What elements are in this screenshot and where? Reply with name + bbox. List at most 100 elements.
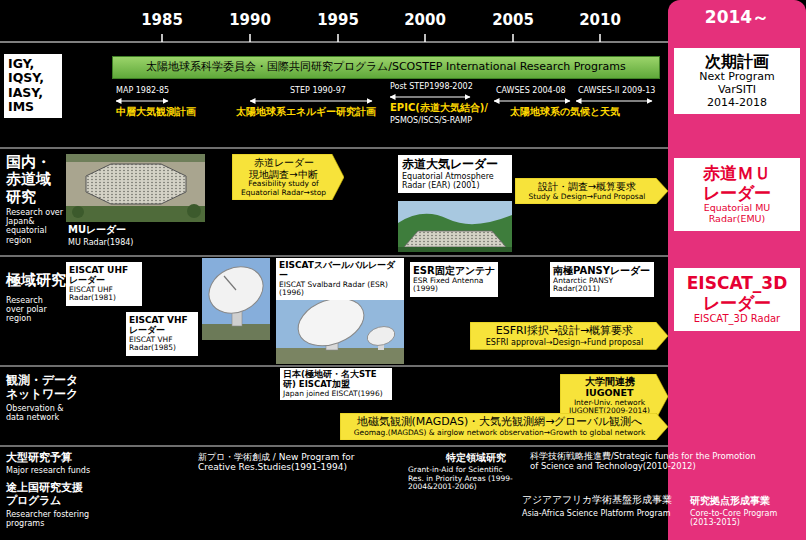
node-heading: IGY, IQSY, IASY, IMS	[8, 57, 58, 115]
node-text: ESFRI approval→Design→Fund proposal	[476, 338, 653, 347]
esr-caption-box: EISCATスバールバルレーダーEISCAT Svalbard Radar (E…	[276, 258, 404, 300]
node-heading: EISCAT VHF レーダー	[129, 315, 195, 336]
row-heading: 途上国研究支援 プログラム	[6, 482, 96, 507]
row-separator	[0, 366, 668, 367]
esr-fixed-box: ESR固定アンテナESR Fixed Antenna (1999)	[410, 262, 498, 297]
arrow-shape	[340, 413, 668, 440]
row-separator	[0, 148, 668, 149]
magdas-arrow: 地磁気観測(MAGDAS)・大気光観測網→グローバル観測へGeomag.(MAG…	[340, 413, 668, 440]
node-heading: 地磁気観測(MAGDAS)・大気光観測網→グローバル観測へ	[346, 416, 653, 429]
year-label: 1985	[137, 12, 187, 29]
mu-radar-photo	[86, 164, 186, 204]
program-band: 太陽地球系科学委員会・国際共同研究プログラム/SCOSTEP Internati…	[112, 56, 660, 79]
program-name: EPIC(赤道大気結合)/	[390, 102, 500, 114]
arrow-shape	[232, 154, 344, 200]
year-label: 2005	[488, 12, 538, 29]
node-text: ESR Fixed Antenna (1999)	[413, 277, 495, 294]
fund-label: Asia-Africa Science Platform Program	[522, 509, 686, 518]
node-heading: ESFRI採択→設計→概算要求	[476, 325, 653, 338]
eiscat-uhf-photo	[202, 324, 270, 340]
vhf-caption-box: EISCAT VHF レーダーEISCAT VHF Radar(1985)	[126, 312, 198, 356]
esr-photo	[365, 324, 397, 349]
node-heading: 設計・調査→概算要求	[521, 181, 653, 193]
ear-caption-box: 赤道大気レーダーEquatorial Atmosphere Radar (EAR…	[398, 155, 512, 193]
node-text: EISCAT VHF Radar(1985)	[129, 336, 195, 353]
node-text: Next Program	[678, 71, 796, 84]
row-separator	[0, 256, 668, 257]
next-program-box: 次期計画Next ProgramVarSITI2014-2018	[674, 48, 800, 114]
node-heading: EISCAT UHF レーダー	[69, 265, 139, 286]
node-heading: 太陽地球系科学委員会・国際共同研究プログラム/SCOSTEP Internati…	[119, 61, 653, 74]
node-heading: 赤道大気レーダー	[402, 158, 508, 172]
arrow-shape	[470, 322, 668, 350]
mu-radar-photo	[66, 206, 205, 222]
node-text: Study & Design→Fund Proposal	[521, 193, 653, 202]
eiscat-uhf-photo	[224, 276, 236, 290]
period-arrow	[576, 100, 652, 101]
year-axis	[161, 34, 163, 42]
row-heading: 大型研究予算	[6, 452, 92, 465]
node-heading: EISCATスバールバルレーダー	[279, 260, 401, 281]
program-period: CAWSES 2004-08	[496, 86, 574, 95]
mu-radar-photo	[66, 154, 205, 222]
node-text: EISCAT Svalbard Radar (ESR)(1996)	[279, 281, 401, 298]
year-axis	[424, 34, 426, 42]
node-text: Equatorial Atmosphere Radar (EAR) (2001)	[402, 172, 508, 190]
japan-joined-box: 日本(極地研・名大STE研) EISCAT加盟Japan joined EISC…	[280, 368, 392, 400]
eiscat-uhf-photo	[201, 258, 270, 340]
period-arrow	[494, 100, 570, 101]
year-axis	[337, 34, 339, 42]
iugonet-arrow: 大学間連携 IUGONETInter-Univ. network IUGONET…	[560, 374, 668, 419]
period-arrow	[250, 100, 372, 101]
row-subheading: Major research funds	[6, 466, 110, 475]
row-subheading: Research over polar region	[6, 296, 62, 324]
node-heading: 南極PANSYレーダー	[553, 265, 651, 277]
fund-label: Core-to-Core Program (2013-2015)	[690, 509, 800, 527]
node-text: Antarctic PANSY Radar(2011)	[553, 277, 651, 294]
row-heading: 観測・データ ネットワーク	[6, 374, 88, 402]
program-name: 中層大気観測計画	[116, 106, 212, 118]
ear-photo	[398, 201, 512, 252]
period-arrow	[116, 97, 652, 101]
year-label: 1990	[225, 12, 275, 29]
program-period: STEP 1990-97	[290, 86, 364, 95]
ear-photo	[398, 247, 512, 252]
eiscat3d-box: EISCAT_3D レーダーEISCAT_3D Radar	[674, 268, 800, 331]
ear-photo	[404, 231, 506, 247]
era-box: IGY, IQSY, IASY, IMS	[4, 54, 62, 118]
arrow-shape	[515, 178, 668, 204]
node-text: Geomag.(MAGDAS) & airglow network observ…	[346, 429, 653, 438]
node-text: EISCAT UHF Radar(1981)	[69, 286, 139, 303]
mu-radar-photo	[187, 204, 201, 218]
fund-label: 研究拠点形成事業	[690, 495, 800, 507]
arrow-shape	[560, 374, 668, 419]
fund-label: 特定領域研究	[446, 452, 528, 464]
period-arrow	[390, 96, 470, 97]
program-period: MAP 1982-85	[116, 86, 180, 95]
node-heading: 2014～	[668, 8, 806, 28]
program-name: 太陽地球系の気候と天気	[510, 106, 660, 118]
eiscat-uhf-photo	[202, 258, 270, 340]
year-label: 1995	[313, 12, 363, 29]
emu-box: 赤道ＭＵ レーダーEquatorial MU Radar(EMU)	[674, 158, 800, 231]
node-text: Feasibility study of Equatorial Radar→st…	[238, 180, 329, 197]
year-axis	[0, 42, 668, 43]
mu-radar-photo	[66, 154, 205, 222]
year-axis	[249, 34, 251, 42]
node-heading: EISCAT_3D レーダー	[678, 274, 796, 313]
node-text: 2014-2018	[678, 97, 796, 110]
period-arrow	[116, 100, 168, 101]
node-text: EISCAT_3D Radar	[678, 313, 796, 325]
row-subheading: Research over Japan& equatorial region	[6, 208, 64, 245]
node-heading: 次期計画	[678, 53, 796, 71]
row-subheading: Researcher fostering programs	[6, 510, 98, 528]
row-separator	[0, 446, 668, 447]
program-period: Post STEP1998-2002	[390, 82, 486, 91]
study-arrow: 設計・調査→概算要求Study & Design→Fund Proposal	[515, 178, 668, 204]
esfri-arrow: ESFRI採択→設計→概算要求ESFRI approval→Design→Fun…	[470, 322, 668, 350]
node-heading: 赤道ＭＵ レーダー	[678, 164, 796, 203]
program-name: 太陽地球系エネルギー研究計画	[236, 106, 396, 118]
fund-label: 科学技術戦略推進費/Strategic funds for the Promot…	[530, 452, 762, 472]
program-period: CAWSES-II 2009-13	[578, 86, 666, 95]
